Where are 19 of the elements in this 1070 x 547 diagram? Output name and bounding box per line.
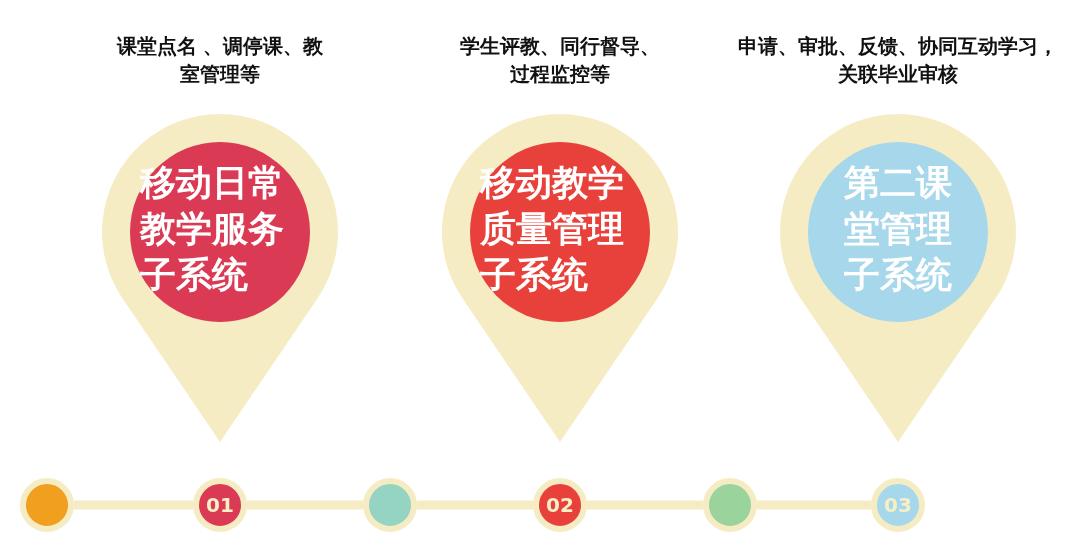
pin-caption: 课堂点名 、调停课、教室管理等 [116, 33, 324, 88]
timeline-line [247, 500, 363, 510]
timeline-line [74, 500, 193, 510]
step-number: 02 [546, 493, 574, 517]
timeline-dot [871, 478, 925, 532]
timeline-line [757, 500, 871, 510]
pin-title: 第二课堂管理子系统 [843, 161, 953, 297]
pin-title: 移动教学质量管理子系统 [480, 161, 625, 297]
timeline-line [417, 500, 533, 510]
step-number: 01 [206, 493, 234, 517]
pin-caption: 学生评教、同行督导、过程监控等 [459, 33, 661, 88]
timeline-line [587, 500, 703, 510]
map-pin [778, 112, 1018, 444]
pin-title: 移动日常教学服务子系统 [140, 161, 285, 297]
step-number: 03 [884, 493, 912, 517]
map-pin [440, 112, 680, 444]
pin-caption: 申请、审批、反馈、协同互动学习，关联毕业审核 [737, 33, 1059, 88]
timeline-dot [20, 478, 74, 532]
map-pin [100, 112, 340, 444]
